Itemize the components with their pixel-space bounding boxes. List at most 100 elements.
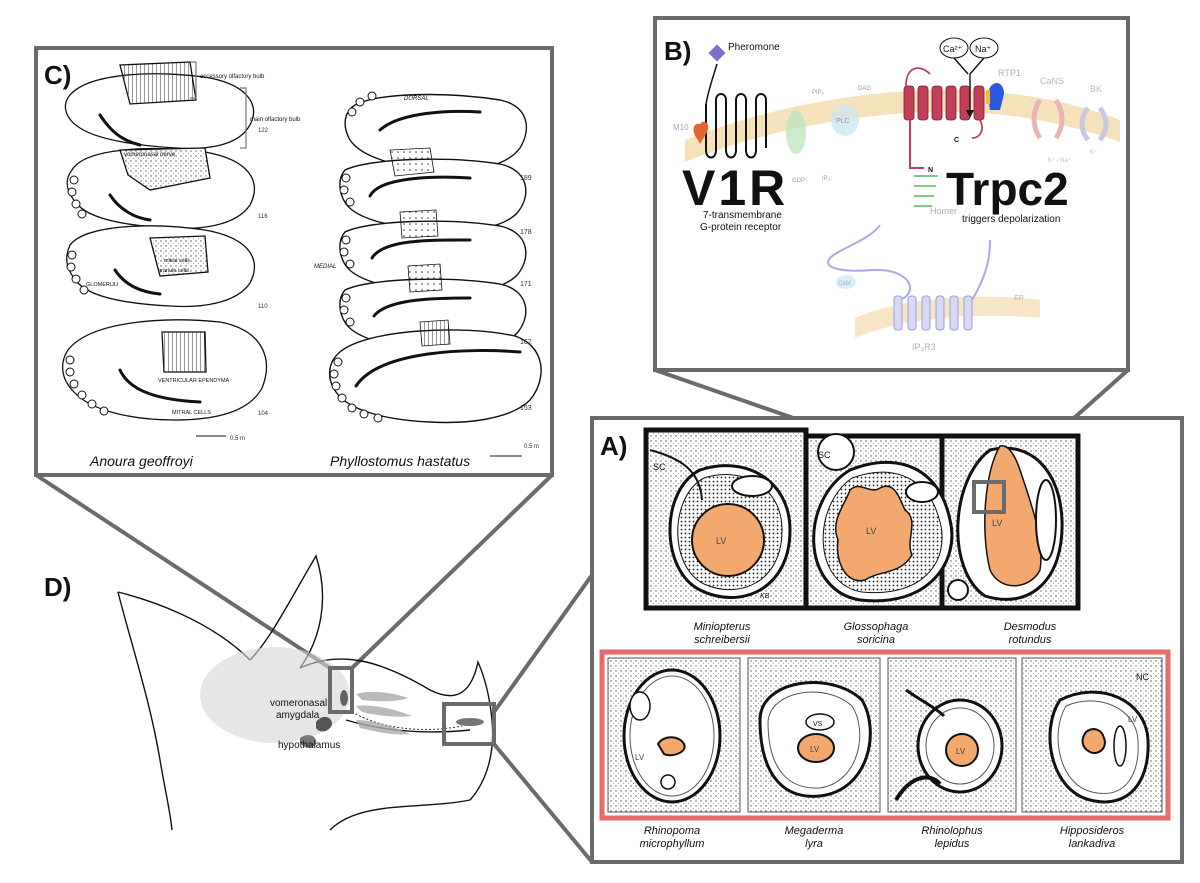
medial-label: MEDIAL [314, 264, 336, 270]
calcium-ion-label: Ca²⁺ [943, 44, 963, 54]
organ-megaderma [758, 681, 872, 798]
vomeronasal-nerve-path [351, 711, 463, 731]
c-terminus-label: C [954, 137, 959, 144]
bat-head-outline [117, 554, 494, 831]
sodium-ion-label: Na⁺ [975, 44, 992, 54]
main-bulb-label: main olfactory bulb [250, 117, 301, 123]
zoom-box-desmodus [972, 480, 1006, 514]
granule-cells-label: granule cells [158, 268, 189, 274]
lv-label-glossophaga: LV [866, 526, 876, 536]
m10-label: M10 [673, 123, 689, 132]
section-number: 110 [258, 304, 268, 310]
phyllostomus-circles [329, 91, 383, 423]
caption-genus: Miniopterus [694, 621, 751, 633]
rtp1-label: RTP1 [998, 68, 1021, 78]
homer-label: Homer [930, 206, 957, 216]
pheromone-label: Pheromone [728, 42, 780, 53]
panel-b-letter: B) [664, 36, 691, 66]
lv-label-desmodus: LV [992, 518, 1002, 528]
pheromone-arrow [705, 63, 718, 105]
cans-label: CaNS [1040, 76, 1064, 86]
rtp1-accent [986, 90, 990, 104]
section-number: 171 [520, 281, 532, 288]
pheromone-diamond [708, 44, 726, 62]
trpc2-tail [909, 120, 924, 169]
v1r-title: V1R [682, 160, 788, 216]
signature-label: KB [760, 593, 770, 600]
homer-protein [914, 175, 938, 207]
caption-genus: Glossophaga [844, 621, 909, 633]
cam-protein [836, 275, 856, 289]
brain-region [200, 647, 350, 743]
k-label: K⁺ [1090, 149, 1097, 156]
section-number: 162 [520, 339, 532, 346]
trpc2-caption: triggers depolarization [962, 214, 1060, 225]
caption-species: rotundus [1009, 634, 1052, 646]
k-na-label: K⁺ / Na⁺ [1048, 157, 1071, 164]
plasma-membrane [685, 89, 1120, 162]
caption-genus: Megaderma [785, 825, 844, 837]
ip3-signal-path [827, 224, 911, 301]
scale-label-right: 0.5 m [524, 444, 539, 450]
ip3r3-label: IP₃R3 [912, 342, 936, 352]
vomeronasal-nerve-label: vomeronasal nerve [124, 152, 176, 158]
organ-rhinopoma [622, 668, 722, 804]
bk-channel [1079, 106, 1109, 142]
n-terminus-label: N [928, 167, 933, 174]
anoura-sections [62, 61, 267, 421]
bk-label: BK [1090, 84, 1102, 94]
glomeruli-label: GLOMERULI [86, 282, 119, 288]
trpc2-loop [905, 67, 983, 139]
zoom-box-vno [442, 702, 496, 746]
ion-flow-arrowhead [966, 110, 974, 118]
anoura-internal-lines [98, 113, 202, 404]
mitral-cells-label: MITRAL CELLS [172, 410, 211, 416]
section-number: 122 [258, 128, 269, 134]
section-number: 116 [258, 214, 268, 220]
rtp1-icon [988, 82, 1004, 110]
caption-genus: Desmodus [1004, 621, 1057, 633]
vs-label: VS [813, 721, 823, 728]
lv-label-megaderma: LV [810, 745, 820, 754]
pip2-label: PIP₂ [812, 90, 825, 96]
panel-d-letter: D) [44, 572, 71, 602]
plc-enzyme [831, 104, 859, 136]
dag-label: DAG [858, 86, 871, 92]
hypothalamus-shape [300, 735, 317, 748]
olfactory-structures [340, 690, 412, 735]
plc-label: PLC [836, 118, 850, 125]
bottom-row-red-frame [599, 649, 1171, 821]
lv-label-rhinolophus: LV [956, 747, 966, 756]
v1r-caption-line1: 7-transmembrane [703, 210, 782, 221]
phyllostomus-sections [329, 93, 542, 424]
phyllostomus-patches [389, 147, 451, 347]
caption-genus: Rhinopoma [644, 825, 700, 837]
lv-label-rhinopoma: LV [635, 753, 645, 762]
v1r-caption-line2: G-protein receptor [700, 222, 782, 233]
hypothalamus-label: hypothalamus [278, 740, 340, 751]
caption-species: lyra [805, 838, 823, 850]
g-protein [786, 110, 806, 154]
cam-label: CaM [838, 281, 851, 287]
mitral-cells-small-label: mitral cells [164, 258, 190, 264]
zoom-box-brain [328, 666, 354, 714]
ip3-label-top: IP₃ [822, 176, 831, 182]
cans-channel [1031, 98, 1065, 140]
trpc2-channel [903, 85, 985, 121]
lv-label-hipposideros: LV [1128, 715, 1138, 724]
species-phyllostomus: Phyllostomus hastatus [330, 453, 470, 469]
ventricular-ependyma-label: VENTRICULAR EPENDYMA [158, 378, 230, 384]
accessory-bulb-bracket [190, 61, 247, 149]
v1r-receptor [705, 93, 767, 159]
organ-rhinolophus [894, 688, 1004, 802]
bottom-row-captions: Rhinopoma microphyllum Megaderma lyra Rh… [640, 825, 1125, 850]
dorsal-label: DORSAL [404, 96, 429, 102]
lv-label-miniopterus: LV [716, 536, 726, 546]
trpc2-title: Trpc2 [946, 163, 1069, 215]
amygdala-shape [316, 716, 332, 732]
panel-a-letter: A) [600, 431, 627, 461]
species-anoura: Anoura geoffroyi [89, 453, 194, 469]
sc-label-glossophaga: SC [818, 450, 831, 460]
section-number: 178 [520, 229, 532, 236]
section-number: 104 [258, 411, 269, 417]
